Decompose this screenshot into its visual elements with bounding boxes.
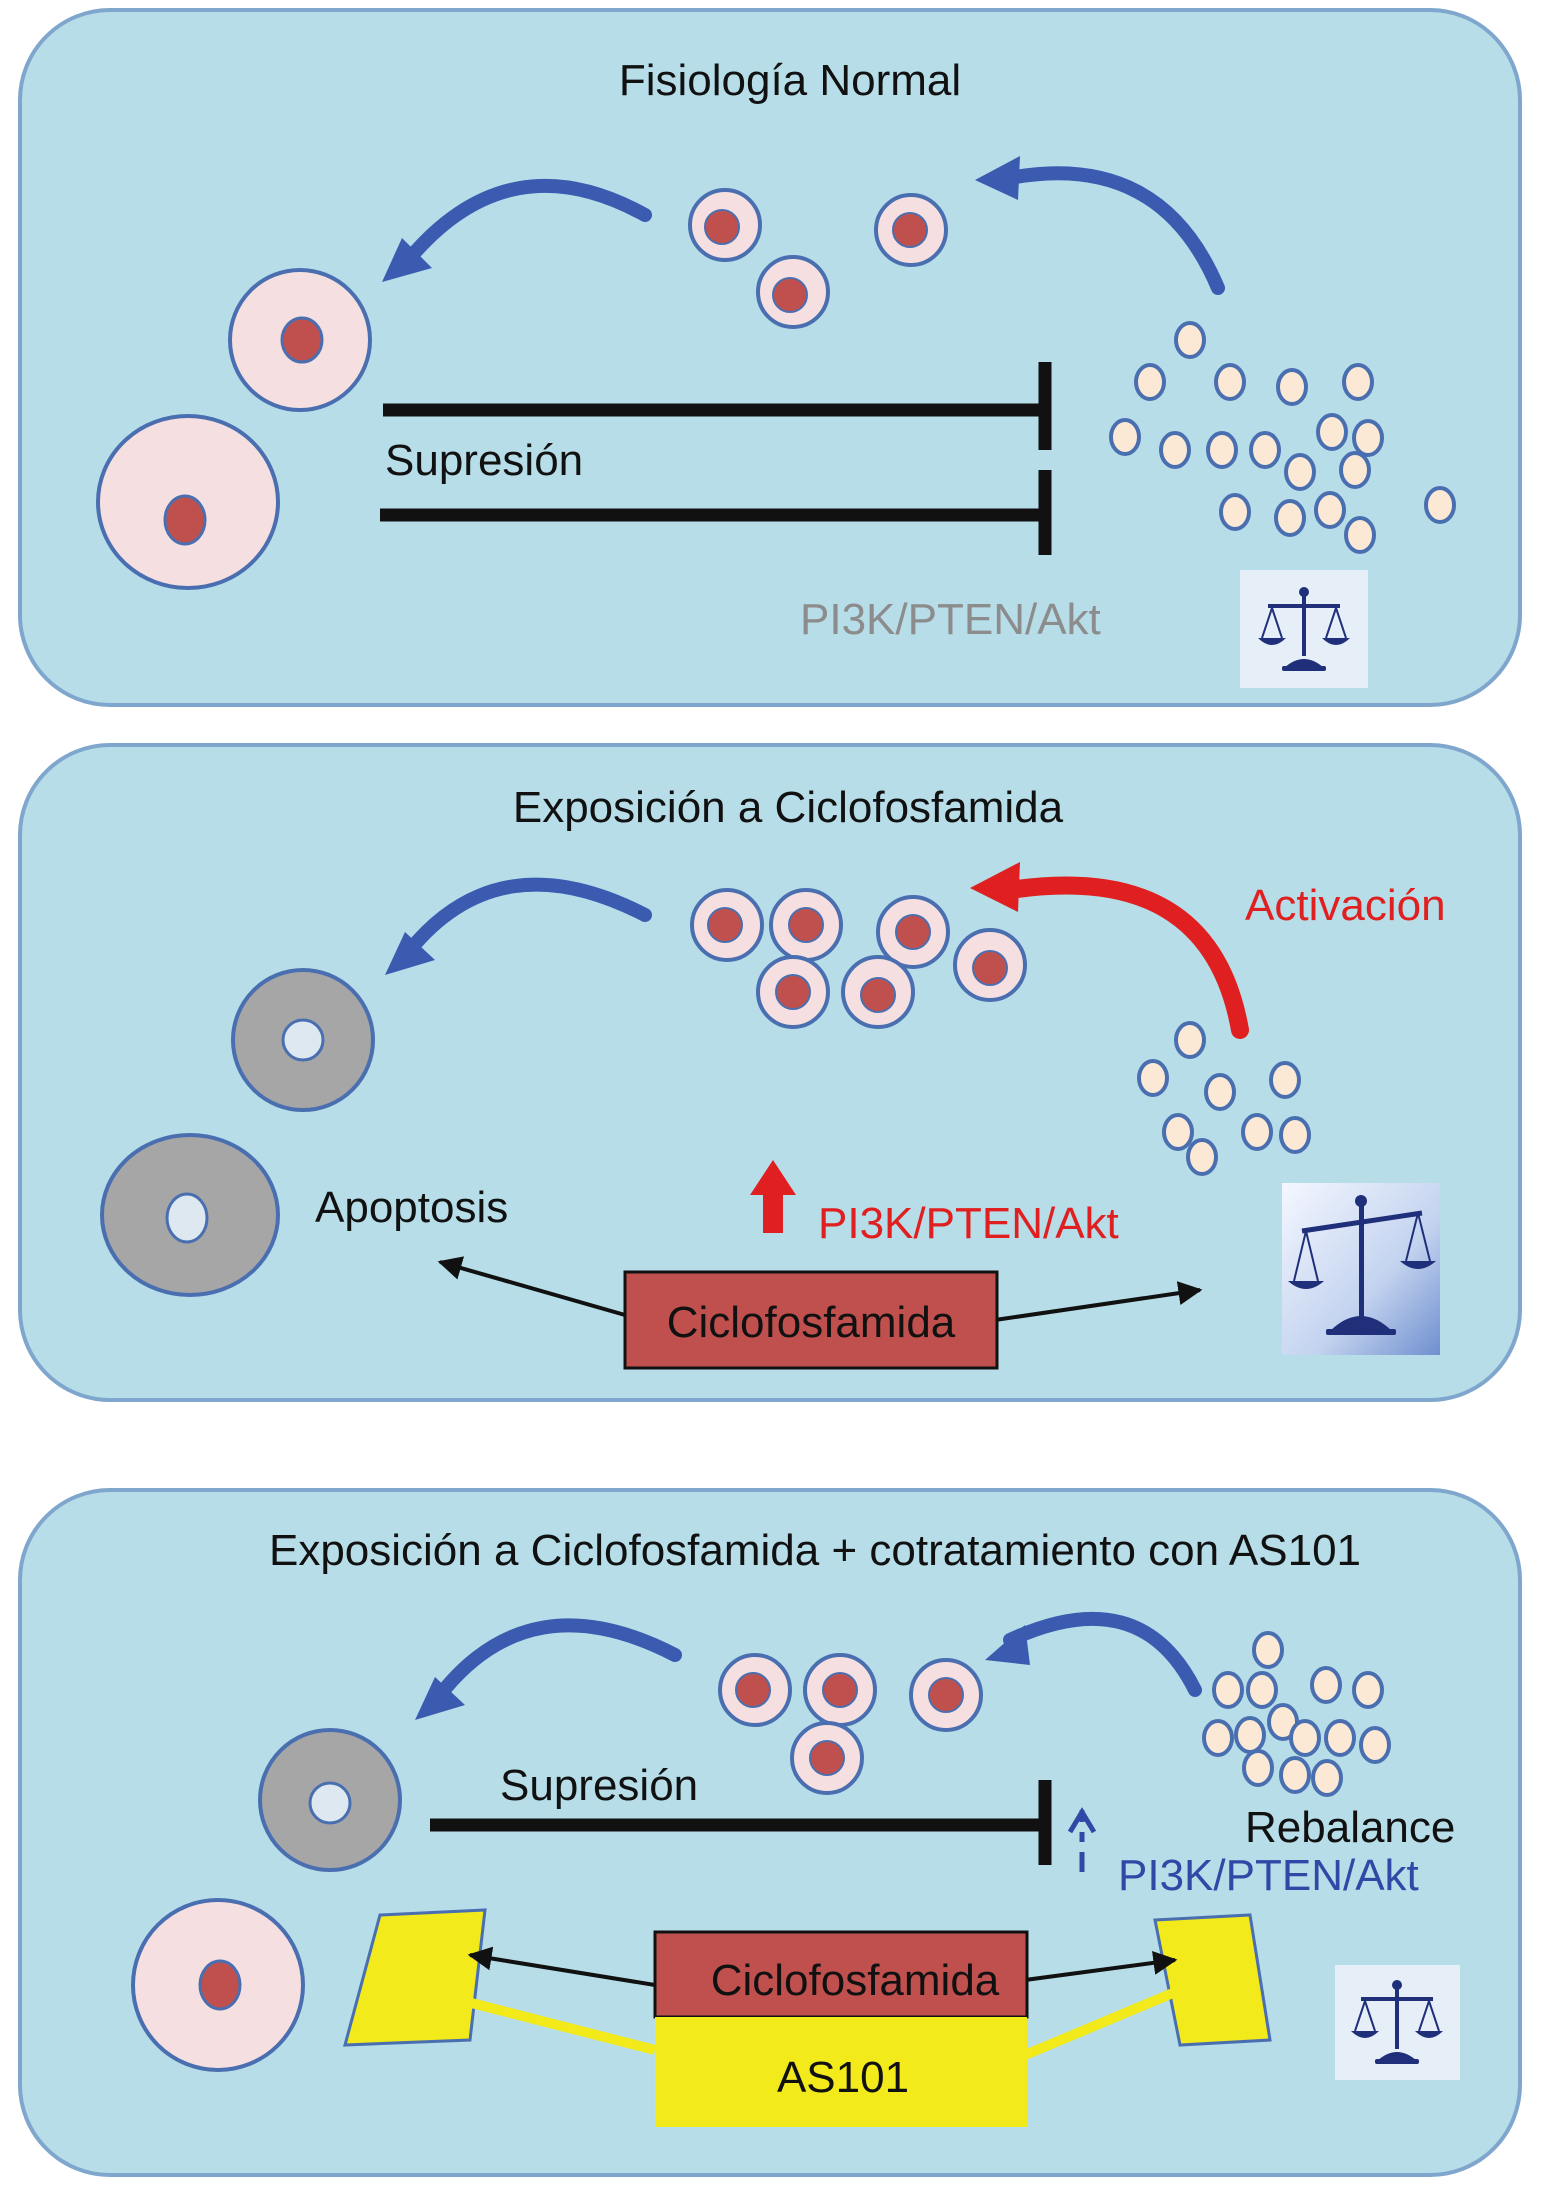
curved-arrow-icon	[385, 877, 652, 975]
apoptotic-cell	[100, 1133, 280, 1297]
suppression-label: Supresión	[500, 1761, 698, 1810]
panel-title: Exposición a Ciclofosfamida	[513, 783, 1064, 832]
protection-shape-right	[1153, 1913, 1272, 2047]
drug-box	[653, 1930, 1029, 2019]
suppression-label: Supresión	[385, 436, 583, 485]
curved-arrow-icon	[415, 1618, 682, 1720]
growing-cell-cluster	[690, 888, 1027, 1029]
panel-background	[18, 743, 1522, 1402]
panel-title: Exposición a Ciclofosfamida + cotratamie…	[269, 1526, 1361, 1575]
mature-cell	[228, 268, 372, 412]
panel-cyclophosphamide-with-as101: Exposición a Ciclofosfamida + cotratamie…	[18, 1488, 1522, 2177]
rebalance-label: Rebalance	[1245, 1803, 1455, 1852]
balance-scale-icon	[1240, 570, 1368, 688]
up-arrow-icon	[750, 1160, 796, 1233]
activation-arrow-icon	[970, 862, 1249, 1039]
effect-arrow	[1024, 1950, 1178, 1982]
drug-label: Ciclofosfamida	[667, 1298, 956, 1347]
tilted-balance-scale-icon	[1282, 1183, 1440, 1355]
as101-link	[1023, 1985, 1182, 2060]
balance-scale-icon	[1335, 1965, 1460, 2080]
small-cell-cluster	[1137, 1021, 1311, 1176]
suppression-inhibitor-line	[383, 362, 1052, 450]
mature-cell	[96, 414, 280, 590]
protection-shape-left	[343, 1908, 487, 2047]
growing-cell	[874, 193, 948, 267]
growing-cell	[688, 188, 762, 262]
panel-normal-physiology: Fisiología Normal	[18, 8, 1522, 707]
drug-label: Ciclofosfamida	[711, 1956, 1000, 2005]
activation-label: Activación	[1245, 881, 1446, 930]
effect-arrow	[467, 1946, 656, 1987]
pathway-label: PI3K/PTEN/Akt	[800, 595, 1101, 644]
panel-title: Fisiología Normal	[619, 56, 961, 105]
as101-label: AS101	[777, 2053, 909, 2102]
curved-arrow-icon	[975, 156, 1225, 295]
as101-link	[438, 1990, 657, 2055]
pathway-label: PI3K/PTEN/Akt	[1118, 1851, 1419, 1900]
small-cell-cluster	[1109, 321, 1456, 554]
pathway-label: PI3K/PTEN/Akt	[818, 1199, 1119, 1248]
panel-cyclophosphamide-exposure: Exposición a Ciclofosfamida Activación A…	[18, 743, 1522, 1402]
apoptosis-label: Apoptosis	[315, 1183, 508, 1232]
mature-cell	[131, 1898, 305, 2072]
suppression-inhibitor-line	[380, 470, 1052, 555]
drug-box	[623, 1270, 999, 1370]
small-cell-cluster	[1202, 1631, 1391, 1797]
apoptotic-cell	[231, 968, 375, 1112]
growing-cell	[756, 255, 830, 329]
as101-box	[655, 2017, 1027, 2127]
effect-arrow	[437, 1256, 626, 1317]
apoptotic-cell	[258, 1728, 402, 1872]
curved-arrow-icon	[382, 178, 652, 282]
panel-background	[18, 8, 1522, 707]
suppression-inhibitor-line	[430, 1780, 1052, 1865]
dashed-up-arrow-icon	[1067, 1807, 1097, 1872]
effect-arrow	[994, 1281, 1203, 1322]
growing-cell-cluster	[718, 1653, 983, 1795]
curved-arrow-icon	[985, 1611, 1202, 1697]
